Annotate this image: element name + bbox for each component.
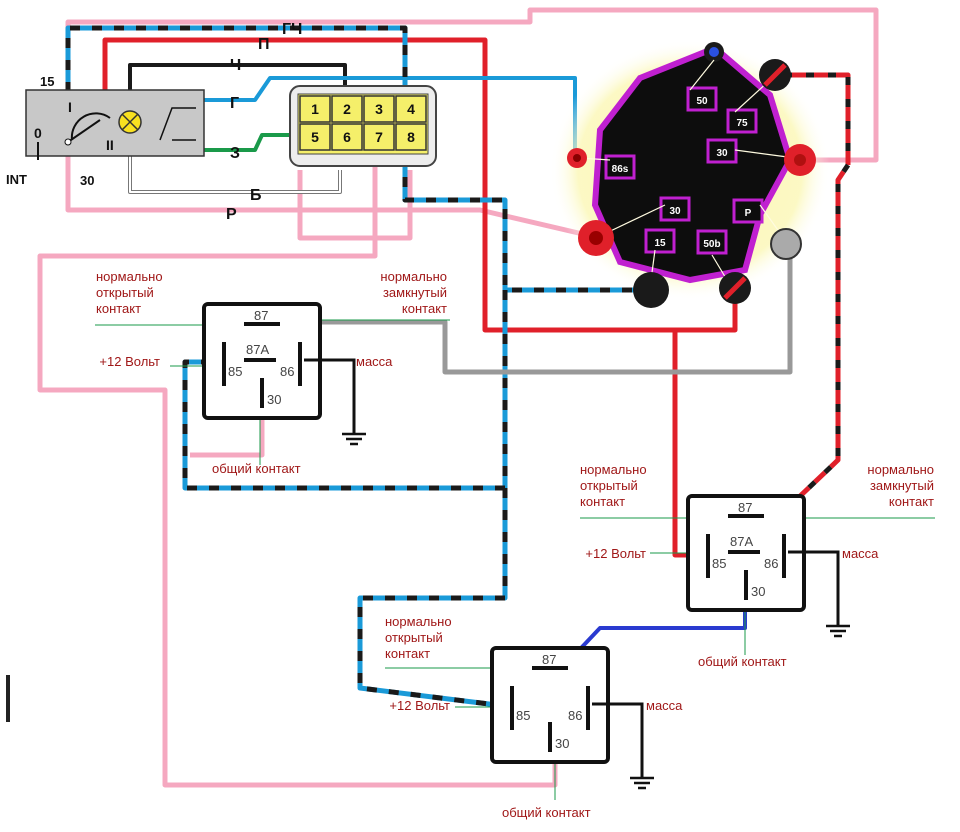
starter-terminal-box [659,196,691,222]
label-b: Б [250,187,262,204]
pink-wire-top [65,7,879,163]
starter-terminal-30: 30 [669,206,681,217]
switch-pos-1: I [68,99,72,115]
switch-int-label: INT [6,172,27,187]
connector-pin-3: 3 [375,101,383,117]
stud-bottom-black [633,272,669,308]
pin-87a-label: 87A [730,534,753,549]
starter-terminal-box [726,108,758,134]
starter-terminal-box [644,228,676,254]
switch-body [25,89,205,157]
pin-30-label: 30 [267,392,281,407]
pin-87-label: 87 [738,500,752,515]
connector-pin-cell [299,95,331,123]
pink-wire-r [65,150,601,241]
connector-pin-4: 4 [407,101,415,117]
pink-wire-left-loop [37,150,558,788]
pin-86-label: 86 [764,556,778,571]
starter-terminal-box [696,229,728,255]
pin-87-label: 87 [254,308,268,323]
ground-wire [592,702,644,778]
green-wire-z [200,133,295,152]
connector-pin-cell [395,123,427,151]
connector-pin-cell [363,123,395,151]
label-p: П [258,36,270,53]
ground-wire [304,358,356,434]
connector-8pin: 1 2 3 4 5 6 7 8 [289,85,437,167]
starter-terminal-box [732,198,764,224]
common-contact-label: общий контакт [212,461,301,476]
pin-85-label: 85 [516,708,530,723]
connector-pin-7: 7 [375,129,383,145]
pin-87-label: 87 [542,652,556,667]
connector-pin-cell [331,95,363,123]
connector-pin-cell [395,95,427,123]
pin-30-label: 30 [751,584,765,599]
starter-terminal-30: 30 [716,148,728,159]
pin-87a-label: 87A [246,342,269,357]
common-contact-label: общий контакт [698,654,787,669]
label-g: Г [230,95,239,112]
starter-terminal-15: 15 [654,238,666,249]
pin-85-label: 85 [712,556,726,571]
connector-pin-1: 1 [311,101,319,117]
label-z: З [230,145,240,162]
red-wire-p [102,37,700,558]
plus-12v-label: +12 Вольт [99,354,160,369]
ignition-switch: 15 30 0 I II INT [6,74,205,188]
pin-85-label: 85 [228,364,242,379]
pink-wire-connector [297,170,413,241]
starter-terminal-50: 50 [696,96,708,107]
label-r: Р [226,206,237,223]
connector-pin-cell [363,95,395,123]
starter-terminal-box [686,86,718,112]
connector-pin-8: 8 [407,129,415,145]
common-contact-label: общий контакт [502,805,591,820]
label-ch: Ч [230,57,241,74]
pink-wire-relay1-common [190,408,265,458]
plus-12v-label: +12 Вольт [585,546,646,561]
ground-label: масса [646,698,683,713]
red-black-wire [770,72,851,522]
connector-pin-2: 2 [343,101,351,117]
ground-label: масса [842,546,879,561]
black-wire-ch [128,63,347,92]
pin-86-label: 86 [568,708,582,723]
switch-pos-0: 0 [34,125,42,141]
starter-terminal-box [604,154,636,180]
ground-label: масса [356,354,393,369]
switch-pos-2: II [106,137,114,153]
starter-terminal-block: 50 75 30 86s 30 15 50b P [550,40,830,308]
terminal-leader [689,59,715,91]
connector-pin-6: 6 [343,129,351,145]
pin-86-label: 86 [280,364,294,379]
starter-terminal-P: P [745,208,752,219]
starter-terminal-box [706,138,738,164]
starter-terminal-50b: 50b [703,239,720,250]
starter-terminal-75: 75 [736,118,748,129]
plus-12v-label: +12 Вольт [389,698,450,713]
starter-studs [567,59,816,308]
label-gch: ГЧ [282,21,302,38]
ground-wire [788,550,840,626]
wire-labels: ГЧ П Ч Г З Б Р [226,21,302,223]
connector-pin-cell [331,123,363,151]
pin-30-label: 30 [555,736,569,751]
switch-pin-30: 30 [80,173,94,188]
starter-terminal-86s: 86s [612,164,629,175]
connector-pin-5: 5 [311,129,319,145]
switch-pin-15: 15 [40,74,54,89]
connector-pin-cell [299,123,331,151]
stud-grey [770,228,802,260]
